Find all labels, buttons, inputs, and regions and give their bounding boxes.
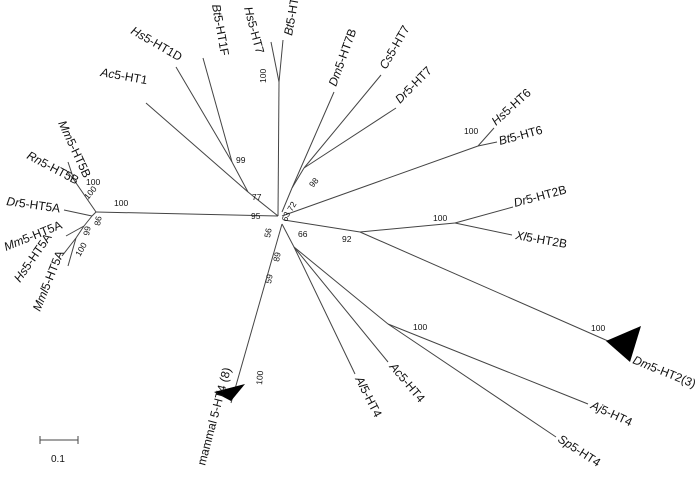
taxon-dr-5ht2b: Dr5-HT2B [512,182,568,210]
taxon-ac-5ht1: Ac5-HT1 [98,65,148,87]
support-value: 99 [236,155,246,165]
taxon-hs-5ht7: Hs5-HT7 [241,5,267,55]
taxon-sp-5ht4: Sp5-HT4 [555,432,603,470]
taxon-ac-5ht4: Ac5-HT4 [386,359,428,405]
support-value: 56 [262,227,274,238]
taxon-cs-5ht7: Cs5-HT7 [376,23,412,72]
support-value: 100 [433,213,447,223]
taxon-hs-5ht6: Hs5-HT6 [489,85,534,128]
support-values: 100 99 77 95 100 72 98 63 56 66 100 92 8… [73,69,605,386]
support-value: 95 [251,211,261,221]
branch-dm-5ht2 [359,231,609,342]
branch-hs-5ht6 [477,127,495,147]
branch-mm-5ht5b [67,161,75,181]
branch-5ht1-node [247,191,279,217]
branch-dr-5ht2b [454,206,514,224]
branch-dr-5ht7 [303,107,397,169]
taxon-hs-5ht1d: Hs5-HT1D [129,23,185,64]
branch-5ht1-sub [231,161,249,193]
support-value: 100 [258,69,268,83]
branch-5ht2b-node [359,222,456,233]
branch-trunk-left [95,211,279,217]
taxon-al-5ht4: Al5-HT4 [352,373,385,420]
taxon-bt-5ht1f: Bt5-HT1F [209,3,232,57]
support-value: 89 [271,251,283,262]
collapsed-clade-dm-5ht2 [606,326,641,362]
taxon-mammal-5ht4: mammal 5-HT4 (8) [194,366,234,467]
branch-mammal-5ht4 [230,223,283,404]
branch-al-5ht4 [293,246,356,375]
branch-5ht5a [91,211,97,217]
branch-5ht5b [73,179,97,213]
support-value: 100 [413,322,427,332]
taxon-bt-5ht7: Bt5-HT7 [281,0,303,37]
taxon-dr-5ht7: Dr5-HT7 [392,63,435,106]
branch-mm-5ht5a [65,225,85,237]
support-value: 98 [307,175,321,189]
branches [61,39,609,438]
collapsed-clades [214,326,641,401]
scale-bar-label: 0.1 [51,454,65,465]
branch-cs-5ht7 [303,74,382,169]
branch-rn-5ht5b [65,169,75,181]
branch-mml-5ht5a [67,237,77,267]
branch-bt-5ht1f [202,57,233,163]
collapsed-clade-mammal-5ht4 [214,384,245,401]
taxon-dm-5ht7b: Dm5-HT7B [326,27,360,88]
branch-5ht7-cs-dr [291,167,305,189]
branch-5ht7-node [277,81,280,217]
branch-dm-5ht7b [291,91,335,189]
support-value: 66 [298,229,308,239]
branch-5ht2-node [283,219,361,233]
support-value: 100 [254,370,265,385]
taxon-bt-5ht6: Bt5-HT6 [497,123,544,148]
support-value: 100 [73,240,89,258]
branch-hs-5ht5a [61,237,77,257]
support-value: 92 [342,234,352,244]
branch-5ht6-node [281,145,479,217]
support-value: 100 [86,177,100,187]
branch-aj-5ht4 [387,323,589,405]
taxon-aj-5ht4: Aj5-HT4 [588,398,635,430]
branch-invert-5ht7 [281,187,293,213]
support-value: 63 [279,210,292,223]
branch-ac-5ht1 [145,102,249,193]
support-value: 86 [92,215,104,226]
support-value: 100 [591,323,605,333]
branch-hs-5ht1d [175,66,233,163]
branch-xl-5ht2b [454,222,513,236]
taxon-xl-5ht2b: Xl5-HT2B [513,228,568,251]
branch-bt-5ht7 [278,39,284,83]
branch-5ht5a-sub2 [75,225,85,239]
branch-5ht4-node [281,223,295,248]
scale-bar: 0.1 [39,436,79,465]
support-value: 100 [464,126,478,136]
support-value: 100 [114,198,128,208]
support-value: 99 [81,225,93,236]
support-value: 72 [285,200,299,213]
branch-ac-5ht4 [293,246,389,363]
support-value: 77 [252,192,262,202]
branch-sp-5ht4 [387,323,557,438]
branch-invert-5ht4 [293,246,389,325]
scale-bar-line [39,436,79,444]
branch-5ht5a-sub [83,215,93,227]
support-value: 59 [263,273,275,284]
branch-bt-5ht6 [477,141,498,147]
taxon-dm-5ht2: Dm5-HT2(3) [631,353,697,391]
taxon-dr-5ht5a: Dr5-HT5A [6,194,61,215]
branch-dr-5ht5a [63,209,93,217]
branch-hs-5ht7 [270,41,280,83]
